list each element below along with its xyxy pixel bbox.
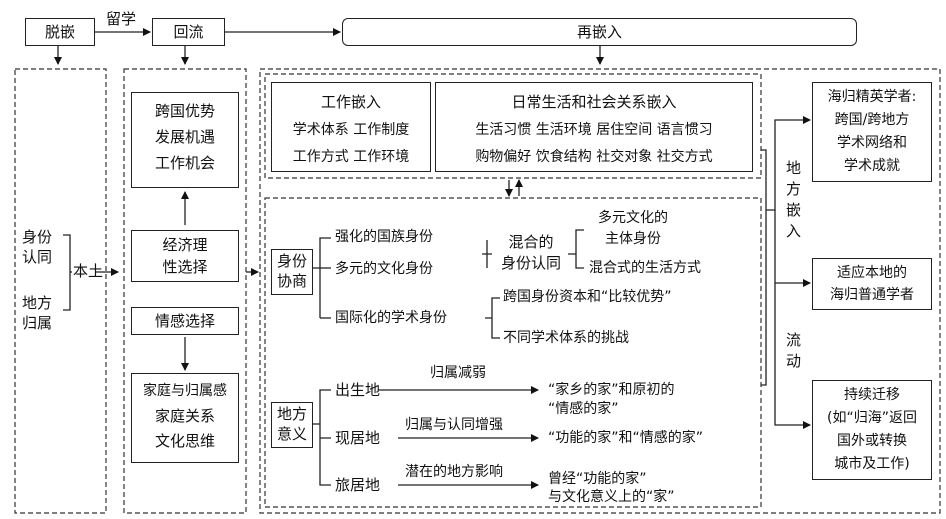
- difang-box: [271, 402, 313, 448]
- zhuti-line-2: 主体身份: [605, 231, 661, 247]
- jingying-line-1: 海归精英学者:: [827, 89, 917, 105]
- zengqiang-label: 归属与认同增强: [405, 417, 503, 433]
- liuxue-label: 留学: [106, 10, 137, 28]
- qinggan-box: [131, 307, 239, 335]
- jiating-line-2: 家庭关系: [154, 407, 215, 425]
- difang-guishu-2: 归属: [22, 314, 53, 332]
- jingying-box: [812, 82, 932, 182]
- zhuti-line-1: 多元文化的: [598, 210, 668, 226]
- lvju-label: 旅居地: [335, 476, 381, 494]
- difang-qianru-label: 地方嵌入: [786, 159, 802, 240]
- huiliu-label: 回流: [173, 23, 204, 41]
- jia1-line-1: “家乡的家”和原初的: [548, 382, 675, 398]
- jia3-line-1: 曾经“功能的家”: [548, 471, 647, 487]
- tuoqian-label: 脱嵌: [44, 23, 75, 41]
- qianyi-line-4: 城市及工作): [834, 456, 910, 472]
- daily-line-1: 生活习惯 生活环境 居住空间 语言惯习: [475, 122, 713, 138]
- qianyi-box: [812, 380, 932, 480]
- hunhe-line-1: 混合的: [508, 233, 554, 251]
- shenghuo-label: 混合式的生活方式: [589, 260, 701, 276]
- qianghua-label: 强化的国族身份: [335, 229, 433, 245]
- jingying-line-4: 学术成就: [844, 158, 900, 174]
- jingying-line-2: 跨国/跨地方: [834, 112, 910, 128]
- work-box: [271, 82, 431, 172]
- jiating-box: [131, 373, 239, 463]
- liudong-label: 流动: [786, 331, 802, 370]
- hunhe-line-2: 身份认同: [500, 254, 561, 272]
- shenfen-rentong-1: 身份: [22, 228, 53, 246]
- jingji-line-2: 性选择: [162, 258, 208, 276]
- chusheng-label: 出生地: [335, 381, 381, 399]
- youshi-line-2: 发展机遇: [154, 128, 215, 146]
- work-line-1: 学术体系 工作制度: [292, 122, 410, 138]
- shenfen-box-2: 协商: [276, 272, 307, 290]
- ziben-label: 跨国身份资本和“比较优势”: [503, 289, 672, 305]
- jia3-line-2: 与文化意义上的“家”: [548, 489, 675, 505]
- youshi-box: [131, 92, 239, 188]
- jingying-line-3: 学术网络和: [837, 135, 907, 151]
- duoyuan-label: 多元的文化身份: [335, 261, 433, 277]
- shenfen-rentong-2: 认同: [22, 248, 53, 266]
- putong-line-2: 海归普通学者: [830, 287, 914, 303]
- tuoqian-box: [25, 18, 95, 46]
- qianyi-line-3: 国外或转换: [837, 433, 907, 449]
- work-line-2: 工作方式 工作环境: [292, 149, 410, 165]
- zaiqianru-label: 再嵌入: [576, 23, 622, 41]
- tiaozhan-label: 不同学术体系的挑战: [503, 330, 629, 346]
- qinggan-label: 情感选择: [154, 312, 215, 330]
- jia1-line-2: “情感的家”: [548, 401, 619, 417]
- youshi-line-3: 工作机会: [154, 154, 215, 172]
- xianju-label: 现居地: [335, 429, 381, 447]
- difang-box-2: 意义: [276, 425, 307, 443]
- daily-line-2: 购物偏好 饮食结构 社交对象 社交方式: [475, 149, 713, 165]
- daily-box: [435, 82, 753, 172]
- difang-box-1: 地方: [276, 405, 307, 423]
- jiating-line-1: 家庭与归属感: [143, 383, 227, 399]
- zaiqianru-box: [342, 18, 857, 46]
- guoji-label: 国际化的学术身份: [335, 310, 447, 326]
- work-title: 工作嵌入: [320, 93, 381, 111]
- difang-guishu-1: 地方: [22, 294, 53, 312]
- shenfen-box: [271, 249, 313, 295]
- jiating-line-3: 文化思维: [154, 432, 215, 450]
- huiliu-box: [152, 18, 225, 46]
- jia2-label: “功能的家”和“情感的家”: [548, 430, 704, 446]
- bentu-label: 本土: [73, 262, 104, 280]
- qianzai-label: 潜在的地方影响: [405, 464, 503, 480]
- shenfen-box-1: 身份: [276, 252, 307, 270]
- youshi-line-1: 跨国优势: [154, 102, 215, 120]
- putong-box: [812, 258, 932, 310]
- jingji-box: [131, 230, 239, 282]
- jingji-line-1: 经济理: [162, 236, 208, 254]
- putong-line-1: 适应本地的: [837, 265, 907, 281]
- jianruo-label: 归属减弱: [430, 365, 486, 381]
- qianyi-line-2: (如“归海”返回: [827, 410, 917, 426]
- qianyi-line-1: 持续迁移: [844, 387, 900, 403]
- daily-title: 日常生活和社会关系嵌入: [511, 93, 677, 111]
